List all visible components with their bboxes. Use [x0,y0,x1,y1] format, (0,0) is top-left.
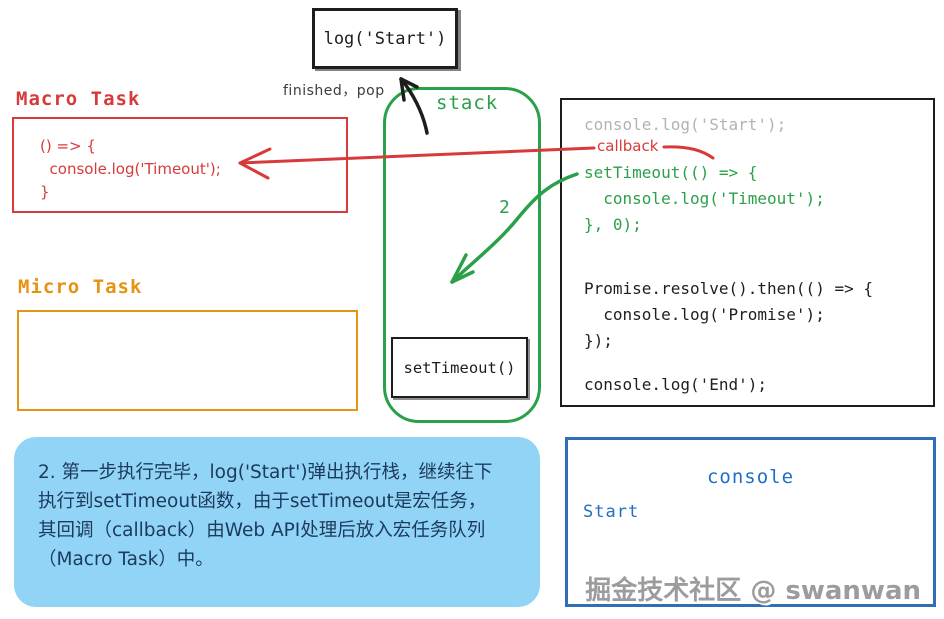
micro-task-label: Micro Task [18,276,143,298]
console-title: console [706,466,795,488]
macro-task-label: Macro Task [16,88,141,110]
note-line: （Macro Task）中。 [38,549,214,570]
watermark-text: 掘金技术社区 @ swanwan [585,576,921,606]
micro-task-queue-box [17,310,358,411]
note-line: 执行到setTimeout函数，由于setTimeout是宏任务， [38,491,487,512]
macro-code-line: } [40,183,50,201]
code-blank-line [584,238,929,276]
macro-code-line: console.log('Timeout'); [40,160,221,178]
code-line-end: console.log('End'); [584,375,768,394]
stack-label: stack [436,92,499,114]
macro-task-queue-box: () => { console.log('Timeout'); } [12,117,348,213]
macro-code-line: () => { [40,137,96,155]
code-line-timeout-log: console.log('Timeout'); [584,189,825,208]
code-line-settimeout-close: }, 0); [584,215,642,234]
code-blank-line [584,354,929,372]
explanation-note-box: 2. 第一步执行完毕，log('Start')弹出执行栈，继续往下 执行到set… [14,437,540,607]
code-line-promise-log: console.log('Promise'); [584,305,825,324]
note-line: 其回调（callback）由Web API处理后放入宏任务队列 [38,520,486,541]
console-panel: console Start 掘金技术社区 @ swanwan [565,437,936,607]
source-code-lines: console.log('Start'); setTimeout(() => {… [584,112,929,398]
log-start-frame-box: log('Start') [312,8,458,69]
code-line-promise-close: }); [584,331,613,350]
step-number-annotation: 2 [499,197,510,218]
code-line-promise: Promise.resolve().then(() => { [584,279,873,298]
settimeout-frame-box: setTimeout() [391,337,528,398]
code-line-settimeout: setTimeout(() => { [584,163,758,182]
code-line-start: console.log('Start'); [584,115,787,134]
console-output-start: Start [583,502,640,522]
callback-annotation: callback [597,137,659,155]
note-line: 2. 第一步执行完毕，log('Start')弹出执行栈，继续往下 [38,462,493,483]
source-code-block: console.log('Start'); setTimeout(() => {… [560,98,935,407]
log-start-code: log('Start') [323,28,447,49]
settimeout-frame-code: setTimeout() [403,358,516,377]
finished-pop-label: finished，pop [283,83,385,99]
